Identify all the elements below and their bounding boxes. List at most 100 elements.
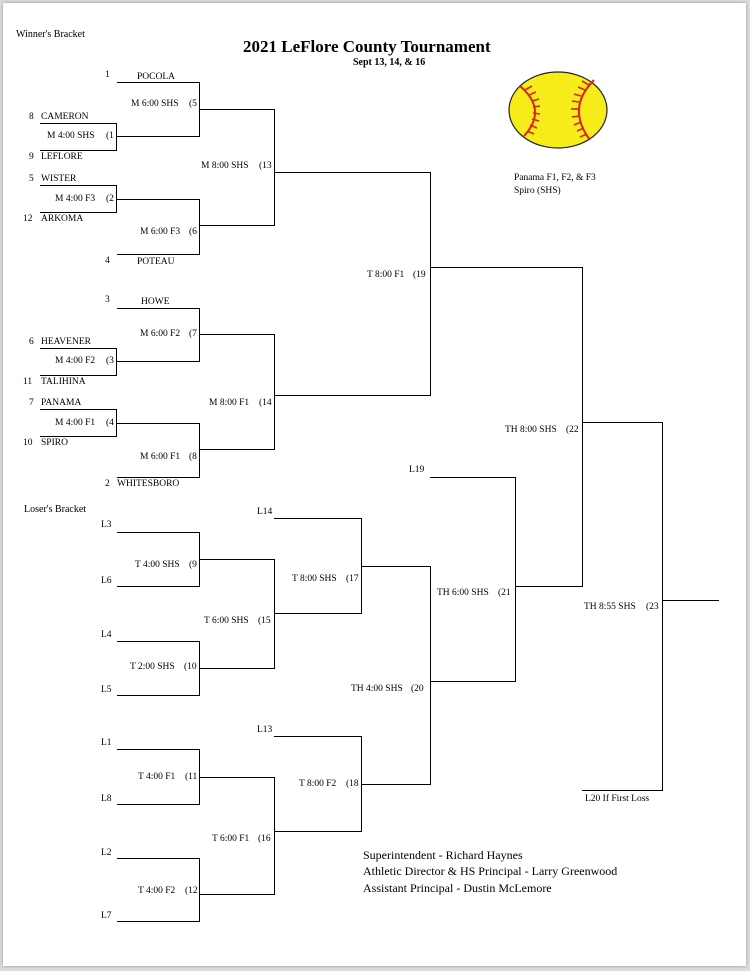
game-number: (7 <box>189 329 197 339</box>
game-time: M 4:00 F3 <box>55 194 96 204</box>
team-name: ARKOMA <box>41 214 84 224</box>
bracket-line <box>515 477 517 682</box>
bracket-line <box>200 334 274 336</box>
bracket-line <box>274 831 362 833</box>
bracket-line <box>274 518 362 520</box>
game-number: (10 <box>184 662 197 672</box>
bracket-line <box>117 641 200 643</box>
bracket-line <box>430 566 432 785</box>
bracket-line <box>515 586 583 588</box>
game-time: M 6:00 F2 <box>140 329 181 339</box>
team-name: POTEAU <box>137 257 175 267</box>
losers-bracket-label: Loser's Bracket <box>24 504 87 515</box>
bracket-line <box>117 695 200 697</box>
bracket-line <box>116 361 200 363</box>
bracket-line <box>274 736 362 738</box>
seed: 1 <box>105 70 110 80</box>
bracket-line <box>430 681 516 683</box>
game-time: M 4:00 F2 <box>55 356 96 366</box>
game-number: (23 <box>646 602 659 612</box>
bracket-line <box>117 477 200 479</box>
game-time: TH 4:00 SHS <box>351 684 403 694</box>
game-time: T 4:00 SHS <box>135 560 180 570</box>
team-name: SPIRO <box>41 438 68 448</box>
game-time: M 4:00 F1 <box>55 418 96 428</box>
game-time: TH 6:00 SHS <box>437 588 489 598</box>
game-time: T 2:00 SHS <box>130 662 175 672</box>
bracket-line <box>200 894 274 896</box>
bracket-line <box>40 348 116 350</box>
loser-slot: L6 <box>101 576 112 586</box>
page-subtitle: Sept 13, 14, & 16 <box>353 57 426 68</box>
bracket-line <box>117 254 200 256</box>
game-time: T 8:00 F2 <box>299 779 337 789</box>
page-title: 2021 LeFlore County Tournament <box>243 37 491 56</box>
game-number: (17 <box>346 574 359 584</box>
loser-slot: L2 <box>101 848 112 858</box>
game-time: T 6:00 F1 <box>212 834 250 844</box>
team-name: LEFLORE <box>41 152 83 162</box>
bracket-line <box>117 858 200 860</box>
game-time: T 4:00 F1 <box>138 772 176 782</box>
bracket-line <box>582 422 663 424</box>
game-time: M 6:00 SHS <box>131 99 179 109</box>
game-number: (15 <box>258 616 271 626</box>
game-time: T 8:00 SHS <box>292 574 337 584</box>
seed: 10 <box>23 438 33 448</box>
bracket-line <box>117 749 200 751</box>
bracket-line <box>40 375 116 377</box>
game-time: M 4:00 SHS <box>47 131 95 141</box>
team-name: CAMERON <box>41 112 89 122</box>
game-number: (2 <box>106 194 114 204</box>
loser-slot: L14 <box>257 507 273 517</box>
seed: 7 <box>29 398 34 408</box>
bracket-line <box>361 566 431 568</box>
bracket-line <box>274 334 276 450</box>
bracket-line <box>200 449 274 451</box>
bracket-line <box>40 185 116 187</box>
game-number: (9 <box>189 560 197 570</box>
staff-athletic-director: Athletic Director & HS Principal - Larry… <box>363 864 618 878</box>
bracket-line <box>200 668 274 670</box>
bracket-line <box>199 308 201 362</box>
bracket-line <box>274 109 276 226</box>
bracket-line <box>117 308 200 310</box>
game-time: TH 8:55 SHS <box>584 602 636 612</box>
seed: 6 <box>29 337 34 347</box>
winners-bracket-label: Winner's Bracket <box>16 29 85 40</box>
bracket-line <box>116 136 200 138</box>
loser-slot: L1 <box>101 738 112 748</box>
game-number: (4 <box>106 418 114 428</box>
game-time: T 6:00 SHS <box>204 616 249 626</box>
loser-slot: L7 <box>101 911 112 921</box>
bracket-line <box>200 559 274 561</box>
loser-slot: L8 <box>101 794 112 804</box>
bracket-line <box>430 477 516 479</box>
bracket-sheet: 2021 LeFlore County Tournament Sept 13, … <box>3 3 746 966</box>
team-name: WISTER <box>41 174 77 184</box>
team-name: POCOLA <box>137 72 176 82</box>
game-time: M 8:00 F1 <box>209 398 250 408</box>
game-number: (8 <box>189 452 197 462</box>
bracket-line <box>116 199 200 201</box>
team-name: HOWE <box>141 297 170 307</box>
team-name: PANAMA <box>41 398 82 408</box>
bracket-line <box>274 395 431 397</box>
bracket-line <box>40 123 116 125</box>
bracket-line <box>117 804 200 806</box>
seed: 9 <box>29 152 34 162</box>
bracket-line <box>117 586 200 588</box>
bracket-line <box>274 613 362 615</box>
bracket-line <box>430 172 432 396</box>
game-time: M 6:00 F3 <box>140 227 181 237</box>
game-number: (16 <box>258 834 271 844</box>
if-first-loss-note: L20 If First Loss <box>585 794 650 804</box>
bracket-line <box>40 436 116 438</box>
bracket-line <box>199 858 201 922</box>
team-name: TALIHINA <box>41 377 86 387</box>
game-number: (19 <box>413 270 426 280</box>
bracket-line <box>199 532 201 587</box>
seed: 12 <box>23 214 33 224</box>
bracket-line <box>117 532 200 534</box>
softball-icon <box>508 71 608 149</box>
